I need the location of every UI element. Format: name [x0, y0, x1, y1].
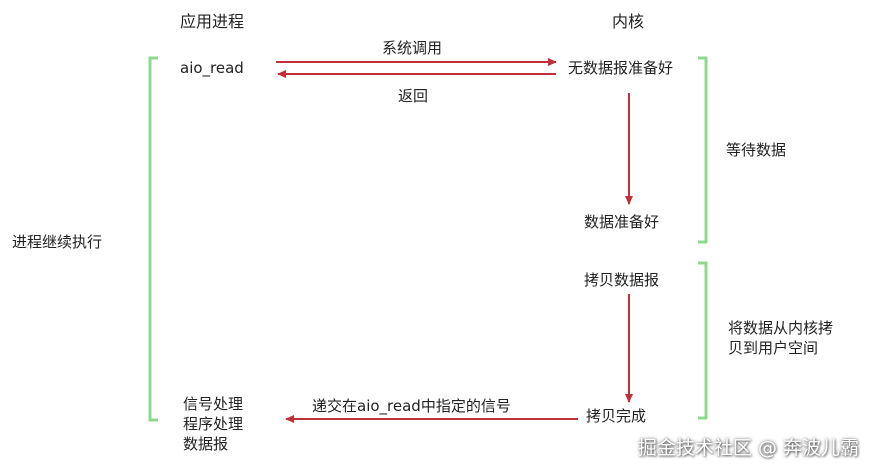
kernel-header: 内核: [612, 12, 645, 31]
deliver-signal-label: 递交在aio_read中指定的信号: [312, 397, 511, 415]
copy-bracket: [698, 261, 708, 420]
continue-exec-bracket: [148, 56, 158, 422]
syscall-label: 系统调用: [382, 39, 443, 57]
return-label: 返回: [398, 87, 429, 105]
wait-data-bracket: [698, 56, 708, 244]
watermark: 掘金技术社区 @ 奔波儿霸: [637, 437, 859, 459]
copy-done-label: 拷贝完成: [586, 407, 647, 425]
copy-datagram-label: 拷贝数据报: [584, 271, 660, 289]
aio-read-label: aio_read: [180, 59, 244, 77]
copy-to-user-label: 将数据从内核拷 贝到用户空间: [728, 319, 834, 357]
signal-handling-label: 信号处理 程序处理 数据报: [183, 395, 244, 453]
no-data-ready-label: 无数据报准备好: [568, 59, 674, 77]
app-process-header: 应用进程: [180, 12, 245, 31]
data-ready-label: 数据准备好: [584, 213, 660, 231]
wait-data-label: 等待数据: [726, 141, 787, 159]
continue-exec-label: 进程继续执行: [12, 233, 103, 251]
